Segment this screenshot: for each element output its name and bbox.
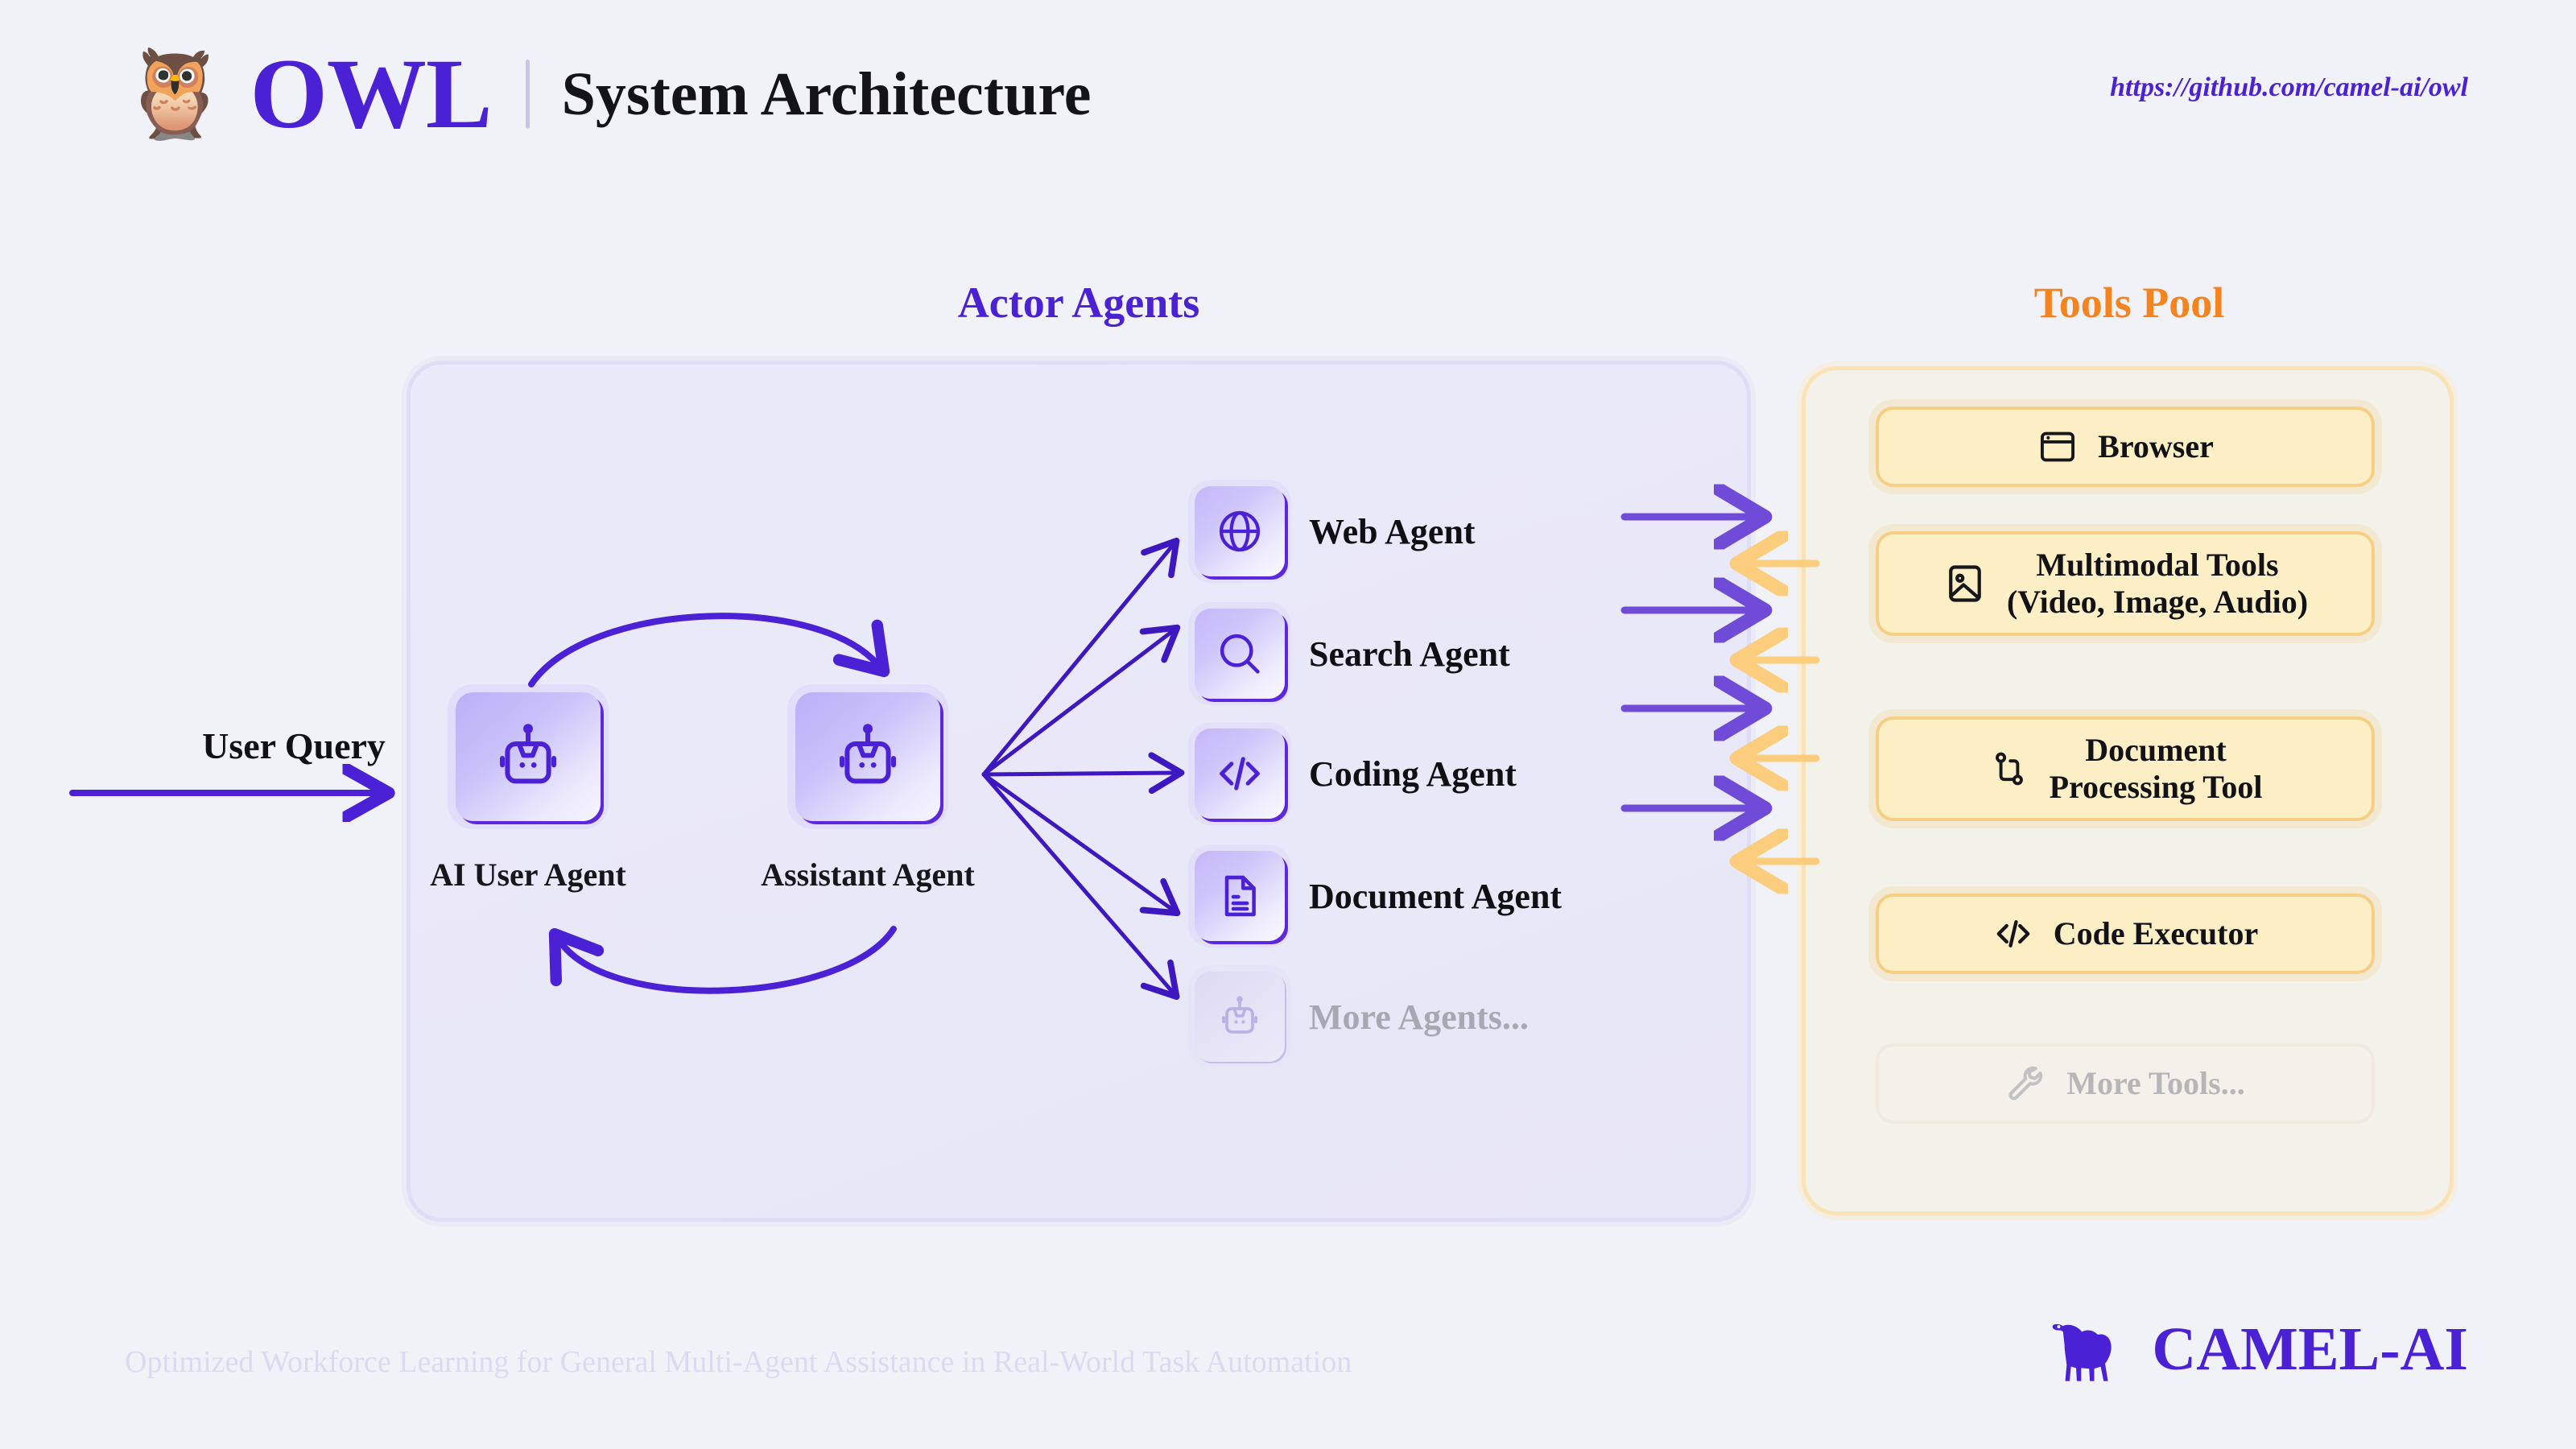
search-icon (1220, 634, 1260, 674)
code-icon (1992, 913, 2034, 955)
robot-icon (840, 724, 896, 784)
actor-agent-row-search[interactable]: Search Agent (1195, 609, 1510, 699)
fanout-line-document (981, 772, 1181, 917)
fanout-line-coding (981, 752, 1185, 795)
camel-ai-wordmark: CAMEL-AI (2152, 1315, 2468, 1383)
git-fork-icon (1988, 748, 2030, 790)
agent-fanout-arrows (981, 537, 1185, 1001)
assistant-agent-caption: Assistant Agent (761, 857, 975, 893)
fanout-line-more (981, 772, 1180, 1001)
ai-user-agent-tile[interactable] (456, 692, 601, 821)
brand-title: OWL (250, 39, 492, 149)
camel-ai-logo: CAMEL-AI (2047, 1312, 2468, 1386)
pair-loop-arrow-top (528, 613, 890, 687)
fanout-line-web (981, 537, 1180, 777)
robot-icon (500, 724, 556, 784)
tool-card-multimodal[interactable]: Multimodal Tools(Video, Image, Audio) (1876, 531, 2375, 636)
image-icon (1942, 561, 1988, 606)
user-query-arrow (69, 769, 411, 817)
pair-loop-arrow-bottom (548, 926, 897, 994)
more-agents-icon-box (1195, 972, 1285, 1062)
robot-icon (1222, 996, 1257, 1034)
assistant-agent-tile[interactable] (795, 692, 940, 821)
title-divider (525, 60, 530, 129)
agent-label-document: Document Agent (1309, 876, 1563, 916)
actor-agent-row-document[interactable]: Document Agent (1195, 851, 1562, 941)
search-agent-icon-box (1195, 609, 1285, 699)
fanout-line-search (981, 624, 1181, 777)
document-icon (1224, 875, 1256, 917)
tool-label-code-executor: Code Executor (2053, 915, 2259, 952)
camel-icon (2053, 1323, 2112, 1381)
agent-tool-connectors (1620, 475, 1820, 990)
tool-label-multimodal: Multimodal Tools(Video, Image, Audio) (2006, 547, 2309, 620)
tool-label-browser: Browser (2098, 428, 2214, 464)
agent-label-coding: Coding Agent (1309, 753, 1517, 794)
tools-pool-title: Tools Pool (2033, 279, 2225, 327)
footer-tagline: Optimized Workforce Learning for General… (125, 1345, 1352, 1379)
repo-link[interactable]: https://github.com/camel-ai/owl (2110, 72, 2468, 102)
code-icon (1220, 757, 1260, 791)
globe-icon (1219, 510, 1261, 552)
coding-agent-icon-box (1195, 729, 1285, 819)
ai-user-agent-caption: AI User Agent (430, 857, 626, 893)
wrench-icon (2005, 1063, 2047, 1104)
page-title: System Architecture (561, 60, 1092, 128)
agent-label-more: More Agents... (1309, 997, 1529, 1037)
tool-card-more-tools[interactable]: More Tools... (1876, 1043, 2375, 1124)
actor-agent-row-more[interactable]: More Agents... (1195, 972, 1529, 1062)
header: 🦉 OWL System Architecture (121, 44, 1091, 144)
actor-agent-row-coding[interactable]: Coding Agent (1195, 729, 1517, 819)
tool-card-browser[interactable]: Browser (1876, 407, 2375, 487)
document-agent-icon-box (1195, 851, 1285, 941)
tool-label-more-tools: More Tools... (2066, 1065, 2245, 1101)
agent-label-web: Web Agent (1309, 511, 1476, 551)
actor-agent-row-web[interactable]: Web Agent (1195, 486, 1476, 576)
owl-icon: 🦉 (121, 43, 229, 144)
tool-card-code-executor[interactable]: Code Executor (1876, 894, 2375, 974)
web-agent-icon-box (1195, 486, 1285, 576)
actor-agents-panel (407, 361, 1751, 1222)
user-query-label: User Query (202, 725, 386, 766)
agent-label-search: Search Agent (1309, 634, 1510, 674)
browser-icon (2037, 426, 2079, 468)
actor-agents-title: Actor Agents (957, 279, 1200, 327)
